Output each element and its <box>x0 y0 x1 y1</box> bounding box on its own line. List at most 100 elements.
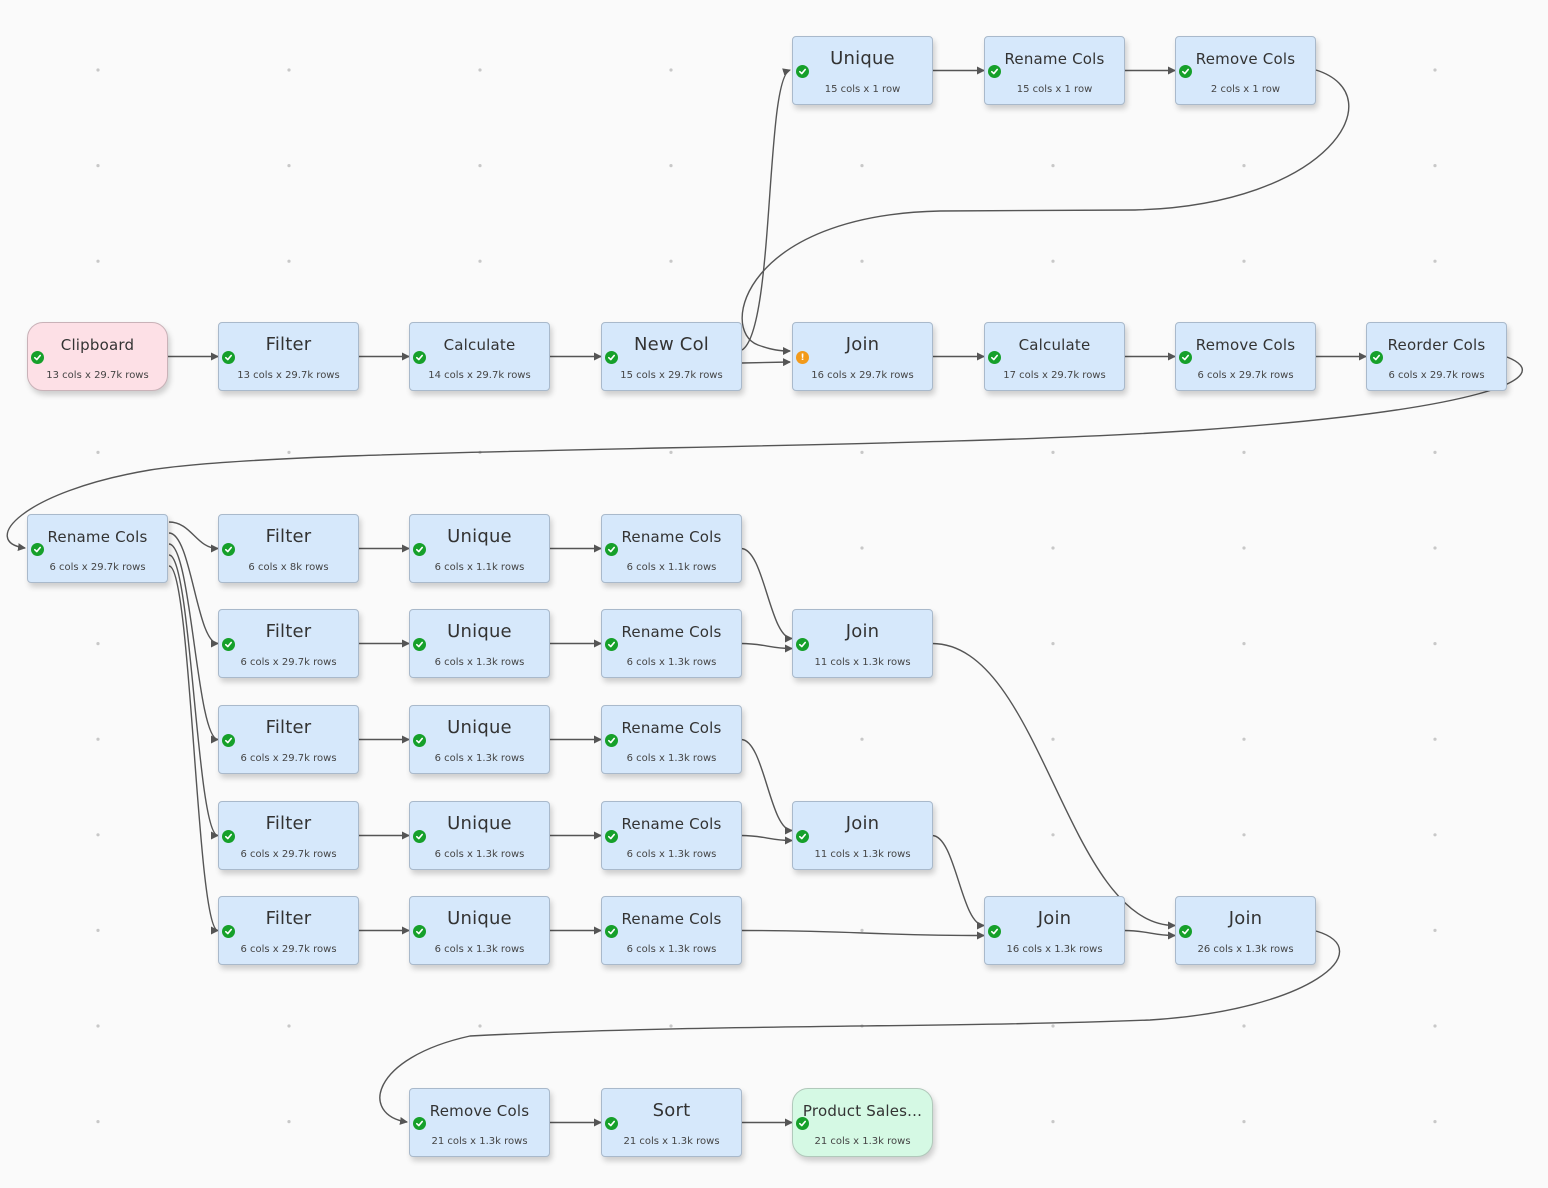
check-icon <box>222 351 235 364</box>
node-title: Unique <box>447 908 512 929</box>
check-icon <box>413 638 426 651</box>
node-subtitle: 26 cols x 1.3k rows <box>1197 944 1294 955</box>
node-output[interactable]: Product Sales...21 cols x 1.3k rows <box>792 1088 933 1157</box>
check-icon <box>31 351 44 364</box>
check-icon <box>988 925 1001 938</box>
grid-dot <box>287 68 291 72</box>
node-title: Join <box>845 334 880 355</box>
check-icon <box>222 638 235 651</box>
grid-dot <box>96 68 100 72</box>
check-icon <box>1179 925 1192 938</box>
check-icon <box>796 1117 809 1130</box>
node-title: Join <box>1037 908 1072 929</box>
check-icon <box>605 734 618 747</box>
check-icon <box>605 830 618 843</box>
node-title: Unique <box>447 717 512 738</box>
node-title: Join <box>845 621 880 642</box>
check-icon <box>605 638 618 651</box>
node-title: New Col <box>634 334 709 355</box>
node-subtitle: 6 cols x 8k rows <box>248 562 329 573</box>
node-subtitle: 13 cols x 29.7k rows <box>237 370 340 381</box>
node-u3[interactable]: Unique 6 cols x 1.3k rows <box>409 705 550 774</box>
grid-dot <box>287 164 291 168</box>
node-title: Calculate <box>1018 336 1091 354</box>
node-j4[interactable]: Join 26 cols x 1.3k rows <box>1175 896 1316 965</box>
check-icon <box>1179 351 1192 364</box>
grid-dot <box>1433 928 1437 933</box>
check-icon <box>222 543 235 556</box>
grid-dot <box>1433 642 1437 646</box>
node-title: Join <box>845 813 880 834</box>
node-title: Unique <box>447 526 512 547</box>
grid-dot <box>1242 259 1246 263</box>
node-filter-main[interactable]: Filter 13 cols x 29.7k rows <box>218 322 359 391</box>
node-subtitle: 6 cols x 1.3k rows <box>434 753 525 764</box>
grid-dot <box>1433 1024 1437 1028</box>
grid-dot <box>1433 833 1437 837</box>
grid-dot <box>287 1024 291 1028</box>
grid-dot <box>1051 546 1055 550</box>
grid-dot <box>860 450 864 454</box>
node-title: Rename Cols <box>1004 50 1105 68</box>
grid-dot <box>1051 1120 1055 1124</box>
grid-dot <box>478 450 482 454</box>
node-subtitle: 6 cols x 29.7k rows <box>240 849 337 860</box>
node-title: Filter <box>265 334 312 355</box>
grid-dot <box>1433 68 1437 72</box>
node-title: Join <box>1228 908 1263 929</box>
node-title: Rename Cols <box>47 528 148 546</box>
grid-dot <box>669 164 673 168</box>
check-icon <box>988 351 1001 364</box>
warning-icon: ! <box>796 351 809 364</box>
check-icon <box>605 1117 618 1130</box>
node-subtitle: 6 cols x 1.3k rows <box>434 849 525 860</box>
grid-dot <box>860 164 864 168</box>
grid-dot <box>96 1120 100 1124</box>
grid-dot <box>478 68 482 72</box>
grid-dot <box>1242 737 1246 741</box>
node-newcol[interactable]: New Col 15 cols x 29.7k rows <box>601 322 742 391</box>
node-subtitle: 15 cols x 29.7k rows <box>620 370 723 381</box>
grid-dot <box>860 1024 864 1028</box>
check-icon <box>413 830 426 843</box>
node-subtitle: 21 cols x 1.3k rows <box>431 1136 528 1147</box>
check-icon <box>796 65 809 78</box>
grid-dot <box>1051 833 1055 837</box>
check-icon <box>222 830 235 843</box>
grid-dot <box>96 164 100 168</box>
grid-dot <box>1242 450 1246 454</box>
node-title: Clipboard <box>60 336 135 354</box>
node-title: Unique <box>830 48 895 69</box>
node-title: Filter <box>265 717 312 738</box>
